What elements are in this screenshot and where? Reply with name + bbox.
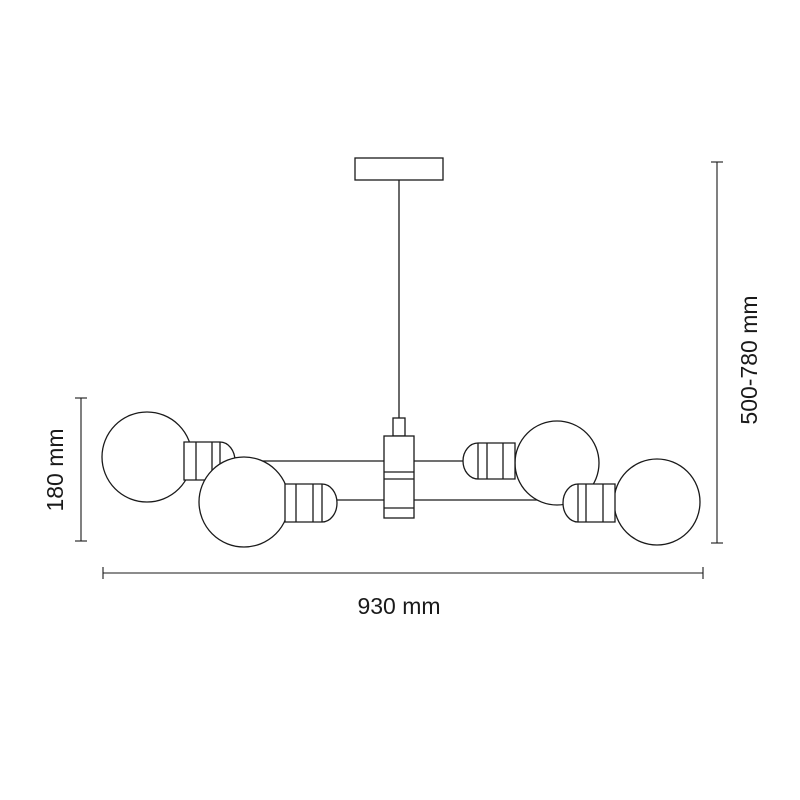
socket-right-front xyxy=(562,483,616,523)
height-dimension-line xyxy=(711,161,723,544)
bulb-right-front xyxy=(613,458,701,546)
central-hub xyxy=(383,417,415,519)
bulb-left-back xyxy=(101,411,193,503)
width-dimension-line xyxy=(102,567,704,579)
socket-left-front xyxy=(284,483,338,523)
socket-right-back xyxy=(462,442,516,480)
bulb-height-dimension-label: 180 mm xyxy=(42,428,68,511)
width-dimension-label: 930 mm xyxy=(357,593,440,619)
bulb-left-front xyxy=(198,456,290,548)
ceiling-canopy xyxy=(354,157,444,181)
height-dimension-label: 500-780 mm xyxy=(736,295,762,424)
bulb-height-dimension-line xyxy=(75,397,87,542)
